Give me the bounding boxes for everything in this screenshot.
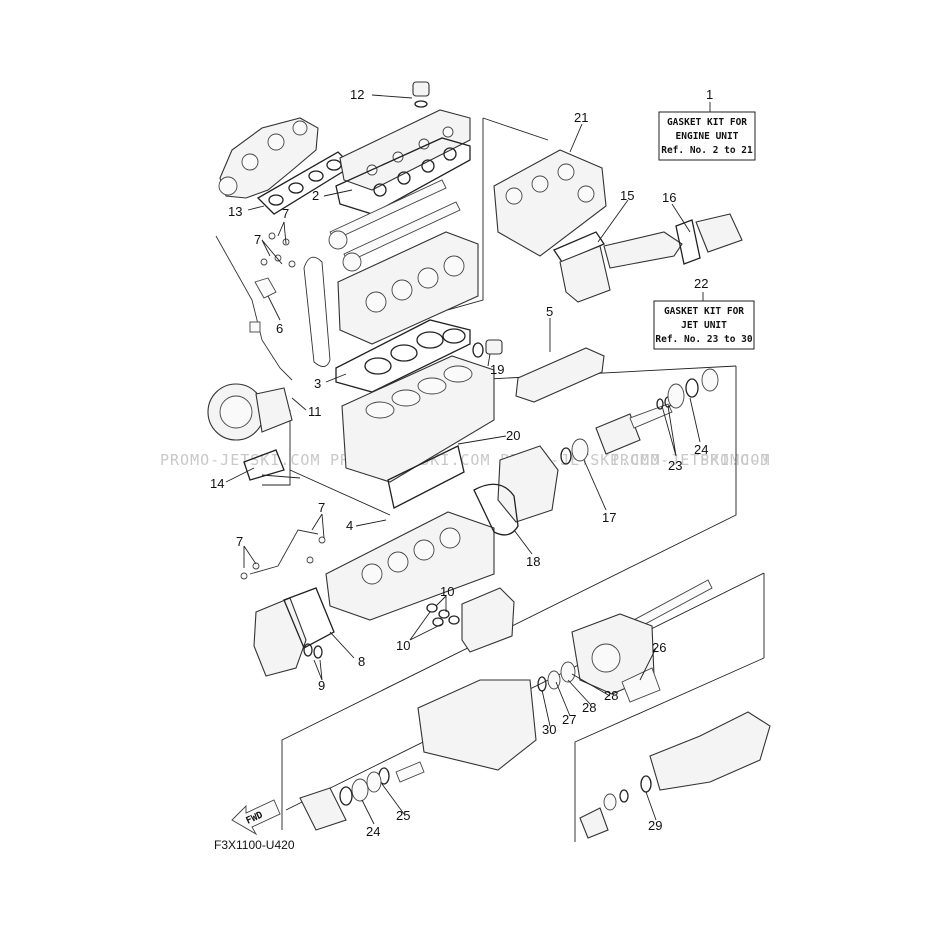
cylinder-head (337, 231, 479, 345)
callout-3: 3 (314, 376, 321, 391)
group-line (261, 474, 301, 479)
kit-line: Ref. No. 23 to 30 (655, 334, 753, 345)
callout-29: 29 (648, 818, 662, 833)
kit-line: GASKET KIT FOR (667, 117, 747, 128)
rear-housing (473, 438, 589, 536)
callout-20: 20 (506, 428, 520, 443)
drive-shaft-seals (299, 761, 425, 831)
head-cover-gasket (335, 137, 471, 215)
callout-14: 14 (210, 476, 224, 491)
callout-10: 10 (396, 638, 410, 653)
leader-lines (225, 94, 701, 825)
intake-manifold (218, 117, 319, 199)
exhaust-manifold (493, 149, 607, 257)
timing-chain (303, 256, 331, 367)
callout-8: 8 (358, 654, 365, 669)
callout-21: 21 (574, 110, 588, 125)
callout-2: 2 (312, 188, 319, 203)
jet-group-line (469, 365, 737, 381)
jet-seals (537, 661, 576, 692)
crankcase (325, 511, 495, 621)
callout-28: 28 (604, 688, 618, 703)
jet-gasket-kit-box: 22 GASKET KIT FOR JET UNIT Ref. No. 23 t… (653, 276, 755, 350)
callout-7: 7 (318, 500, 325, 515)
callout-25: 25 (396, 808, 410, 823)
oil-line (249, 529, 319, 575)
exhaust-joint (675, 213, 743, 265)
callout-28: 28 (582, 700, 596, 715)
callout-7: 7 (254, 232, 261, 247)
callout-6: 6 (276, 321, 283, 336)
fwd-arrow: FWD (231, 799, 281, 836)
kit-number: 1 (706, 87, 713, 102)
group-line (262, 410, 291, 486)
callout-5: 5 (546, 304, 553, 319)
camshafts (328, 179, 461, 272)
head-group-line (482, 117, 549, 141)
coupling-shaft (595, 368, 719, 455)
drawing-code: F3X1100-U420 (214, 838, 295, 852)
exhaust-pipe (553, 231, 683, 303)
kit-number: 22 (694, 276, 708, 291)
callout-7: 7 (282, 206, 289, 221)
callout-7: 7 (236, 534, 243, 549)
callout-10: 10 (440, 584, 454, 599)
callout-12: 12 (350, 87, 364, 102)
group-line (289, 469, 391, 516)
chain-tensioner (472, 339, 503, 358)
callout-16: 16 (662, 190, 676, 205)
kit-line: JET UNIT (681, 320, 727, 331)
turbocharger (207, 383, 293, 481)
cylinder-block (341, 355, 495, 483)
head-gasket (335, 319, 471, 393)
oil-pump (461, 587, 515, 653)
callout-13: 13 (228, 204, 242, 219)
kit-line: GASKET KIT FOR (664, 306, 744, 317)
watermark-text: PROMO-J (700, 451, 770, 469)
callout-23: 23 (668, 458, 682, 473)
callout-26: 26 (652, 640, 666, 655)
bracket (621, 667, 661, 703)
pump-assembly (579, 711, 771, 839)
fitting-bolts (240, 232, 326, 580)
engine-gasket-kit-box: 1 GASKET KIT FOR ENGINE UNIT Ref. No. 2 … (658, 87, 756, 161)
watermark-text: PROMO-JETSKI.COM (160, 451, 321, 469)
callout-9: 9 (318, 678, 325, 693)
bearing-housing (417, 679, 537, 771)
oil-dipstick (215, 235, 293, 381)
callout-18: 18 (526, 554, 540, 569)
callout-24: 24 (694, 442, 708, 457)
jet-group-line (574, 657, 765, 842)
callout-4: 4 (346, 518, 353, 533)
callout-30: 30 (542, 722, 556, 737)
callout-19: 19 (490, 362, 504, 377)
callout-numbers: 2 3 4 5 6 7 7 7 7 8 9 10 10 11 12 13 14 … (210, 87, 708, 839)
kit-line: Ref. No. 2 to 21 (661, 145, 753, 156)
side-cover-gasket (387, 445, 465, 509)
callout-27: 27 (562, 712, 576, 727)
watermark-text: PROMO-JETSKI.COM (610, 451, 771, 469)
side-cover (515, 347, 605, 403)
callout-15: 15 (620, 188, 634, 203)
callout-17: 17 (602, 510, 616, 525)
cylinder-head-cover (339, 109, 471, 191)
o-rings (426, 603, 460, 627)
callout-24: 24 (366, 824, 380, 839)
kit-line: ENGINE UNIT (676, 131, 739, 142)
callout-11: 11 (308, 404, 322, 419)
oil-filler-cap (412, 81, 430, 108)
front-cover (253, 587, 335, 677)
